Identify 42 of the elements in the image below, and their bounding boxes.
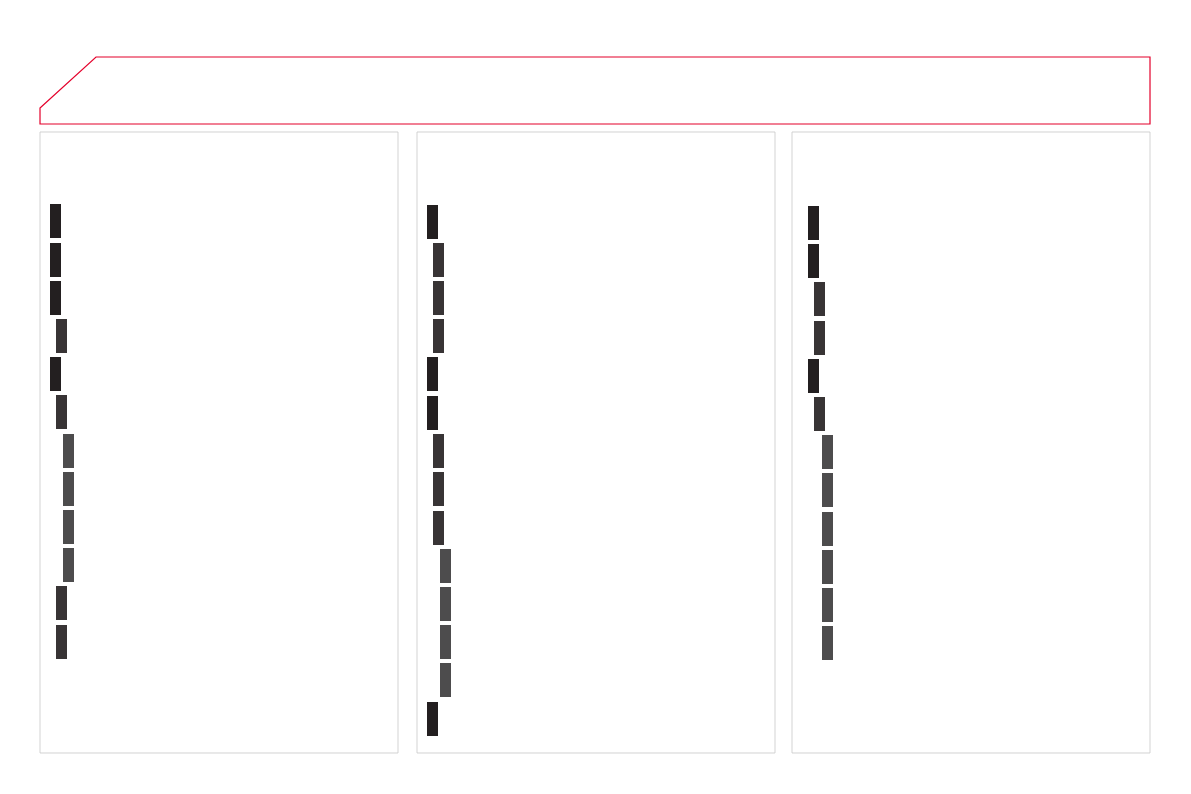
bar <box>50 204 61 238</box>
bar <box>808 244 819 278</box>
bar <box>427 396 438 430</box>
bar <box>63 548 74 582</box>
bar <box>822 626 833 660</box>
bar <box>427 205 438 239</box>
bar <box>433 243 444 277</box>
bar <box>808 359 819 393</box>
bar <box>433 434 444 468</box>
bar <box>63 510 74 544</box>
bar <box>50 357 61 391</box>
bar <box>808 206 819 240</box>
bar <box>433 472 444 506</box>
bar <box>822 435 833 469</box>
bar <box>814 282 825 316</box>
bar <box>63 472 74 506</box>
panel-box <box>39 131 399 754</box>
bar <box>56 395 67 429</box>
bar <box>440 625 451 659</box>
panel-box <box>791 131 1151 754</box>
banner-shape <box>39 56 1151 125</box>
bar <box>50 281 61 315</box>
bar <box>63 434 74 468</box>
bar <box>56 625 67 659</box>
bar <box>427 702 438 736</box>
bar <box>56 586 67 620</box>
bar <box>822 512 833 546</box>
bar <box>440 663 451 697</box>
bar <box>427 357 438 391</box>
bar <box>440 587 451 621</box>
bar <box>50 243 61 277</box>
bar <box>433 281 444 315</box>
bar <box>814 321 825 355</box>
bar <box>822 588 833 622</box>
bar <box>440 549 451 583</box>
bar <box>56 319 67 353</box>
bar <box>814 397 825 431</box>
bar <box>433 511 444 545</box>
bar <box>433 319 444 353</box>
bar <box>822 550 833 584</box>
panel-box <box>416 131 776 754</box>
bar <box>822 473 833 507</box>
